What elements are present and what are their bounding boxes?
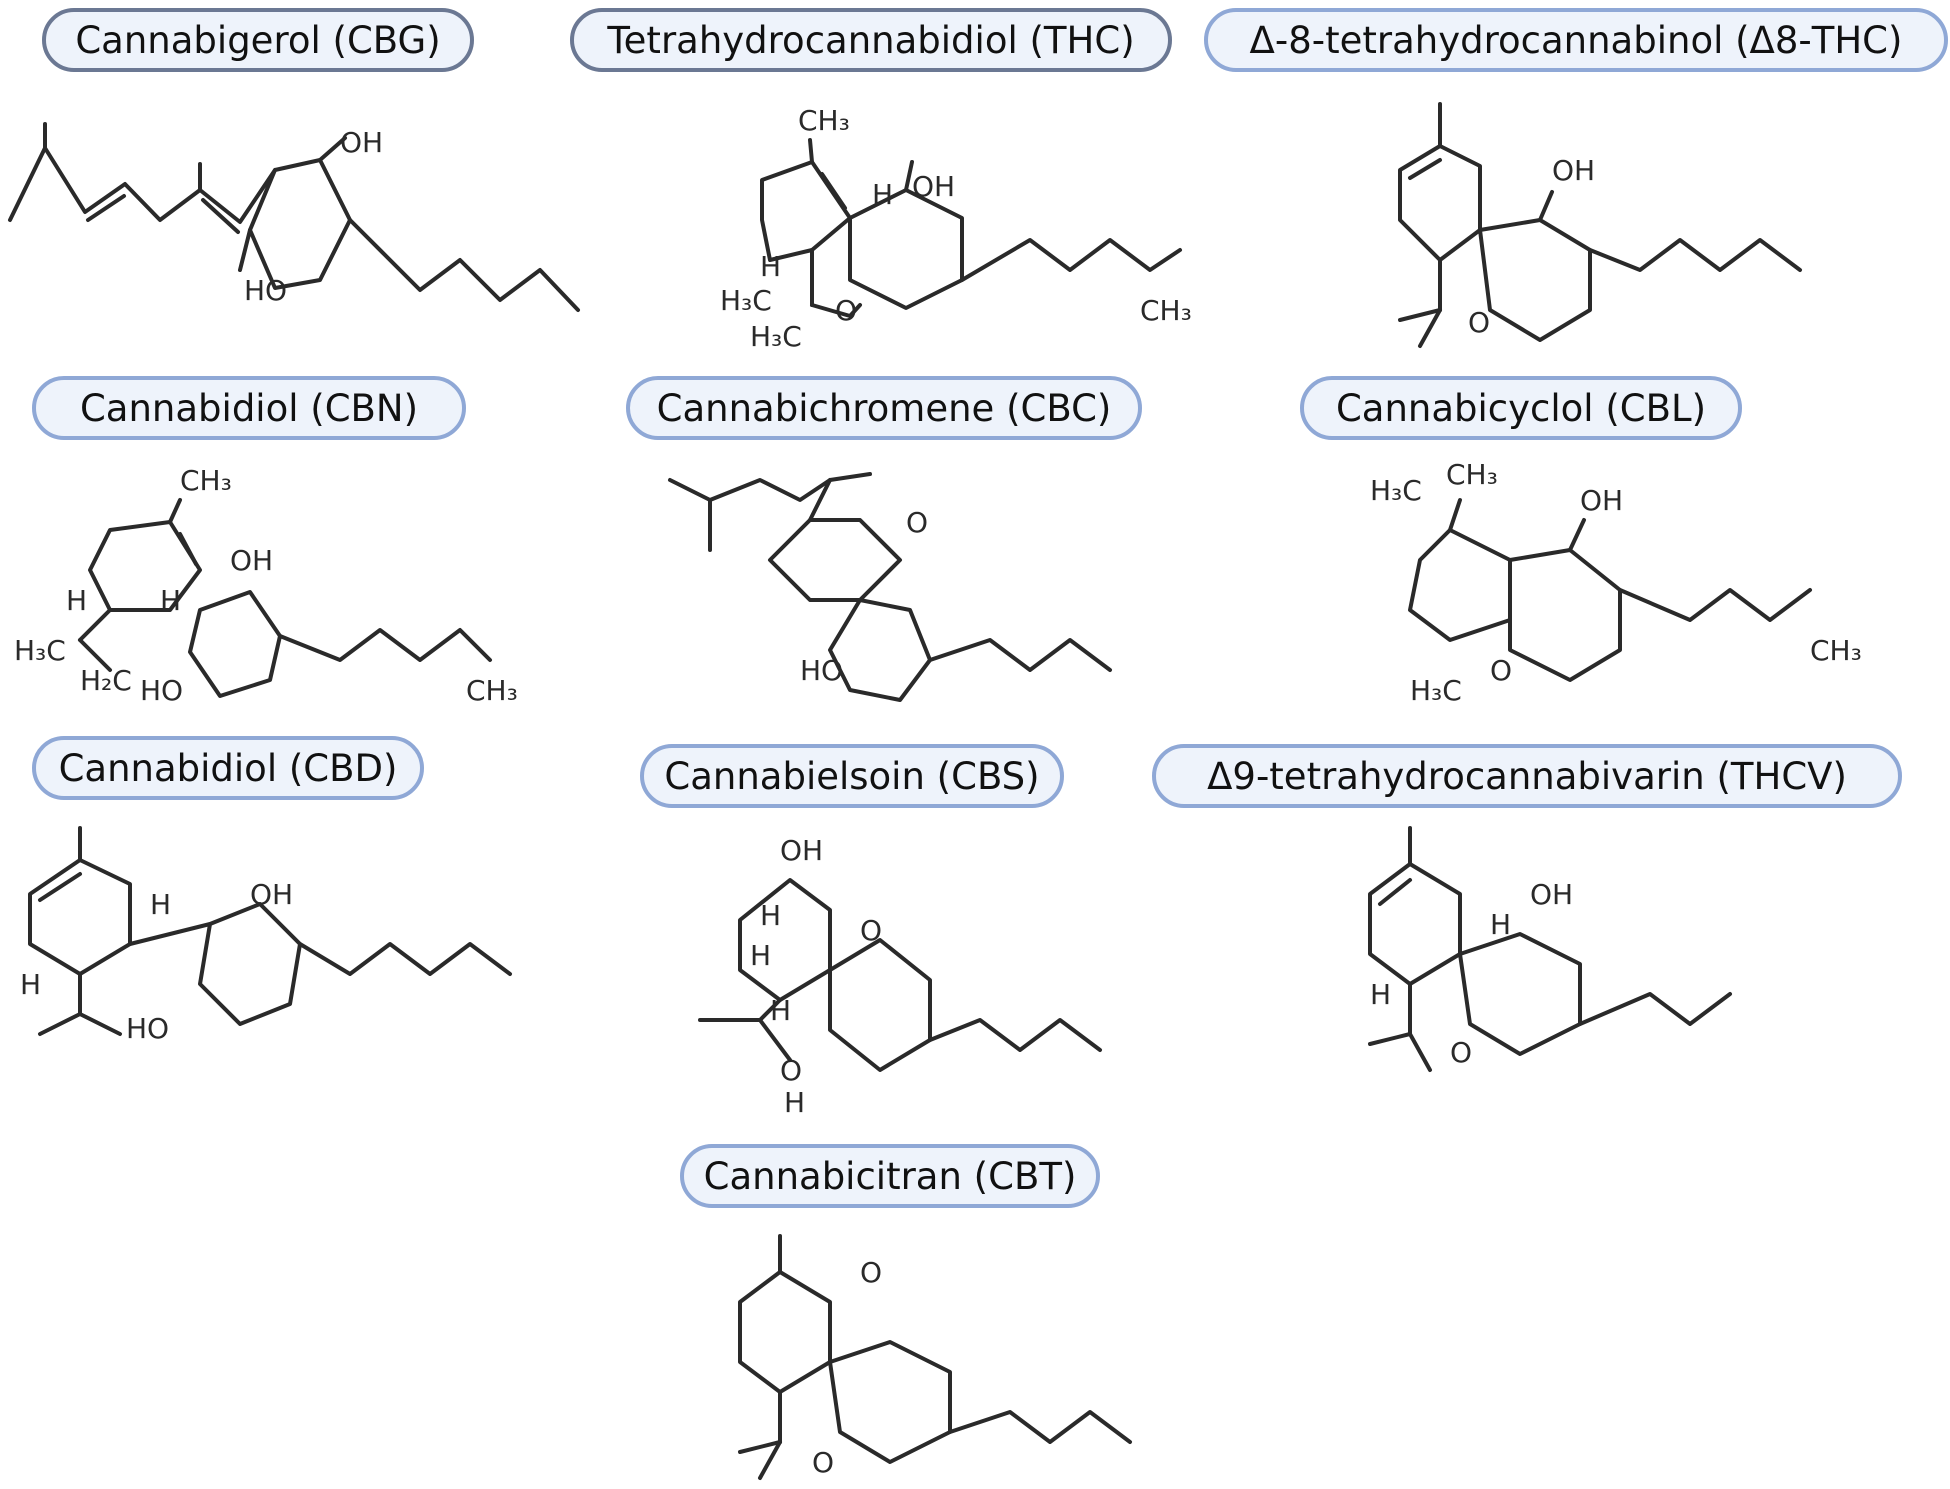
structure-d8-thc: OH O	[1398, 102, 1802, 348]
atom-h: H	[160, 584, 181, 617]
atom-h-2: H	[750, 939, 771, 972]
atom-h-2: H	[20, 968, 41, 1001]
atom-o-2: O	[812, 1446, 834, 1479]
atom-h3c: H₃C	[1370, 474, 1422, 507]
atom-oh: OH	[340, 126, 383, 159]
atom-h-2: H	[760, 250, 781, 283]
atom-ch3: CH₃	[1446, 458, 1498, 491]
label-thcv: Δ9-tetrahydrocannabivarin (THCV)	[1152, 744, 1902, 808]
structure-cbc: O HO	[668, 472, 1112, 702]
atom-h-2: H	[66, 584, 87, 617]
label-cbs: Cannabielsoin (CBS)	[640, 744, 1064, 808]
structure-thcv: H H OH O	[1368, 826, 1732, 1072]
structure-cbn: CH₃ OH H H H₃C H₂C HO CH₃	[14, 464, 518, 707]
label-thc: Tetrahydrocannabidiol (THC)	[570, 8, 1172, 72]
atom-h-4: H	[784, 1086, 805, 1119]
atom-ch3-2: CH₃	[1810, 634, 1862, 667]
label-cbc: Cannabichromene (CBC)	[626, 376, 1142, 440]
atom-oh: OH	[1530, 878, 1573, 911]
label-cbl: Cannabicyclol (CBL)	[1300, 376, 1742, 440]
atom-o: O	[1490, 654, 1512, 687]
atom-oh: OH	[912, 170, 955, 203]
atom-ho: HO	[126, 1012, 169, 1045]
structure-thc: CH₃ OH H H O H₃C H₃C CH₃	[720, 104, 1192, 353]
atom-o: O	[835, 294, 857, 327]
atom-ch3: CH₃	[798, 104, 850, 137]
atom-h3c: H₃C	[14, 634, 66, 667]
label-cbg: Cannabigerol (CBG)	[42, 8, 474, 72]
atom-ch3-2: CH₃	[466, 674, 518, 707]
atom-o: O	[860, 1256, 882, 1289]
label-cbt: Cannabicitran (CBT)	[680, 1144, 1100, 1208]
atom-ho: HO	[140, 674, 183, 707]
atom-o: O	[860, 914, 882, 947]
atom-h: H	[150, 888, 171, 921]
structure-cbl: H₃C CH₃ OH O H₃C CH₃	[1370, 458, 1862, 707]
atom-h3c-2: H₃C	[750, 320, 802, 353]
atom-h3c-2: H₃C	[1410, 674, 1462, 707]
label-d8-thc: Δ-8-tetrahydrocannabinol (Δ8-THC)	[1204, 8, 1948, 72]
atom-h-2: H	[1370, 978, 1391, 1011]
structure-cbt: O O	[738, 1234, 1132, 1480]
atom-o: O	[1450, 1036, 1472, 1069]
atom-h: H	[760, 899, 781, 932]
atom-o-2: O	[780, 1054, 802, 1087]
atom-h3c: H₃C	[720, 284, 772, 317]
atom-o: O	[906, 506, 928, 539]
atom-oh: OH	[230, 544, 273, 577]
atom-ho: HO	[244, 274, 287, 307]
atom-h: H	[1490, 908, 1511, 941]
structure-cbs: OH H H H O O H	[698, 834, 1102, 1119]
atom-oh: OH	[250, 878, 293, 911]
atom-oh: OH	[1580, 484, 1623, 517]
atom-h2c: H₂C	[80, 664, 132, 697]
structure-cbd: H H OH HO	[20, 826, 512, 1045]
atom-h: H	[872, 178, 893, 211]
atom-ch3-2: CH₃	[1140, 294, 1192, 327]
label-cbd: Cannabidiol (CBD)	[32, 736, 424, 800]
atom-o: O	[1468, 306, 1490, 339]
atom-ho: HO	[800, 654, 843, 687]
label-cbn: Cannabidiol (CBN)	[32, 376, 466, 440]
atom-ch3: CH₃	[180, 464, 232, 497]
atom-oh: OH	[1552, 154, 1595, 187]
structure-cbg: OH HO	[8, 122, 580, 312]
atom-oh: OH	[780, 834, 823, 867]
